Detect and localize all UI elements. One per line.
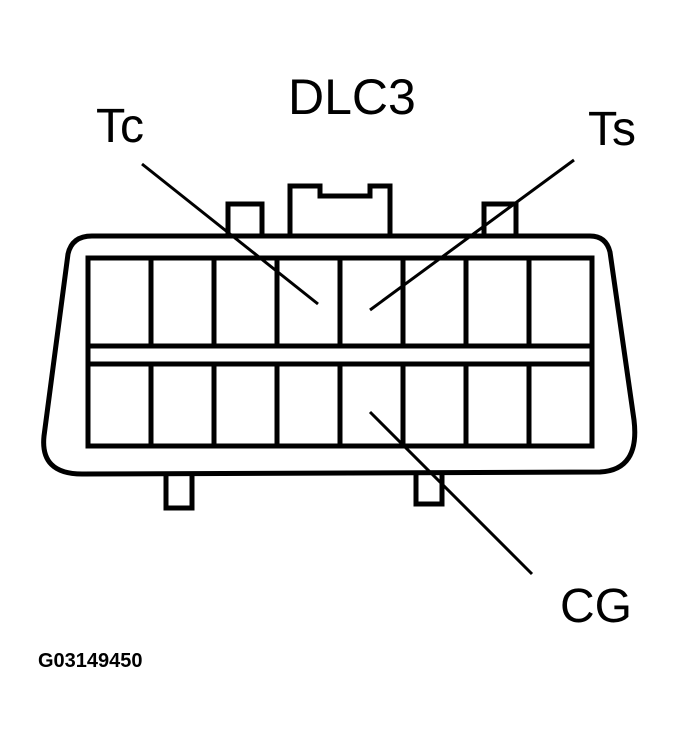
pin-cavity-top-7 <box>463 255 532 349</box>
ts-leader-line <box>369 158 575 312</box>
pin-cavity-top-2 <box>148 255 217 349</box>
pin-label-ts: Ts <box>588 103 636 156</box>
figure-code: G03149450 <box>38 650 143 672</box>
pin-cavity-bottom-6 <box>400 361 469 449</box>
right-top-latch <box>481 201 519 238</box>
pin-cavity-bottom-1 <box>85 361 154 449</box>
pin-cavity-top-6 <box>400 255 469 349</box>
pin-cavity-top-8 <box>526 255 595 349</box>
right-bottom-tab <box>413 470 445 507</box>
pin-cavity-bottom-8 <box>526 361 595 449</box>
pin-row-top <box>85 255 595 349</box>
tc-leader-line <box>141 162 319 306</box>
connector-key-tab <box>287 183 393 240</box>
row-divider <box>85 343 595 367</box>
pin-cavity-bottom-7 <box>463 361 532 449</box>
pin-cavity-bottom-4 <box>274 361 343 449</box>
pin-cavity-top-5 <box>337 255 406 349</box>
pin-label-tc: Tc <box>96 100 144 153</box>
cg-leader-line <box>368 410 534 576</box>
pin-cavity-top-1 <box>85 255 154 349</box>
pin-row-bottom <box>85 361 595 449</box>
connector-title: DLC3 <box>288 69 416 125</box>
pin-label-cg: CG <box>560 580 632 633</box>
pin-cavity-bottom-3 <box>211 361 280 449</box>
pin-cavity-top-3 <box>211 255 280 349</box>
left-bottom-tab <box>163 470 195 511</box>
pin-cavity-top-4 <box>274 255 343 349</box>
pin-cavity-bottom-2 <box>148 361 217 449</box>
left-top-latch <box>225 201 265 238</box>
pin-cavity-bottom-5 <box>337 361 406 449</box>
